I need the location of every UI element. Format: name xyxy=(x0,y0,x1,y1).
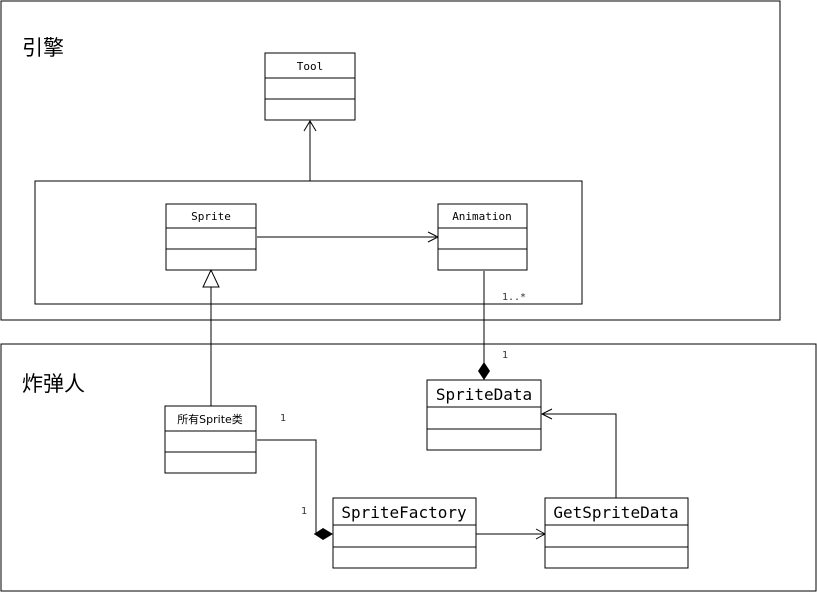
class-sprite-factory: SpriteFactory xyxy=(332,497,477,569)
class-animation: Animation xyxy=(437,203,528,271)
relationships xyxy=(202,120,617,540)
multiplicities: 1..* 1 1 1 xyxy=(280,292,526,517)
class-sprite-box xyxy=(165,203,257,271)
class-sprite-factory-name: SpriteFactory xyxy=(341,503,467,522)
class-animation-box xyxy=(437,203,528,271)
class-sprite-data-box xyxy=(426,379,542,451)
class-sprite-name: Sprite xyxy=(191,210,231,223)
class-sprite-data-name: SpriteData xyxy=(436,385,532,404)
class-tool: Tool xyxy=(264,52,356,121)
class-all-sprites: 所有Sprite类 xyxy=(164,405,257,474)
engine-package: 引擎 xyxy=(0,0,781,321)
class-tool-name: Tool xyxy=(297,60,324,73)
multiplicity-factory: 1 xyxy=(301,506,307,517)
class-get-sprite-data: GetSpriteData xyxy=(544,497,689,569)
spritedata-open-arrowhead xyxy=(540,408,553,420)
spritedata-composition-diamond xyxy=(478,362,490,380)
multiplicity-all-sprites: 1 xyxy=(280,413,286,424)
bomberman-package-label: 炸弹人 xyxy=(22,372,85,396)
class-all-sprites-name: 所有Sprite类 xyxy=(177,412,243,426)
multiplicity-spritedata: 1 xyxy=(502,350,508,361)
class-all-sprites-box xyxy=(164,405,257,474)
class-get-sprite-data-box xyxy=(544,497,689,569)
generalization-triangle xyxy=(202,268,220,288)
engine-package-label: 引擎 xyxy=(22,36,64,60)
tool-open-arrowhead xyxy=(303,120,317,132)
class-sprite-factory-box xyxy=(332,497,477,569)
class-animation-name: Animation xyxy=(452,210,512,223)
multiplicity-animation: 1..* xyxy=(502,292,526,303)
class-tool-box xyxy=(264,52,356,121)
factory-composition-diamond xyxy=(314,528,333,540)
class-sprite-data: SpriteData xyxy=(426,379,542,451)
getspritedata-to-spritedata-line xyxy=(542,413,617,498)
class-get-sprite-data-name: GetSpriteData xyxy=(553,503,678,522)
class-sprite: Sprite xyxy=(165,203,257,271)
